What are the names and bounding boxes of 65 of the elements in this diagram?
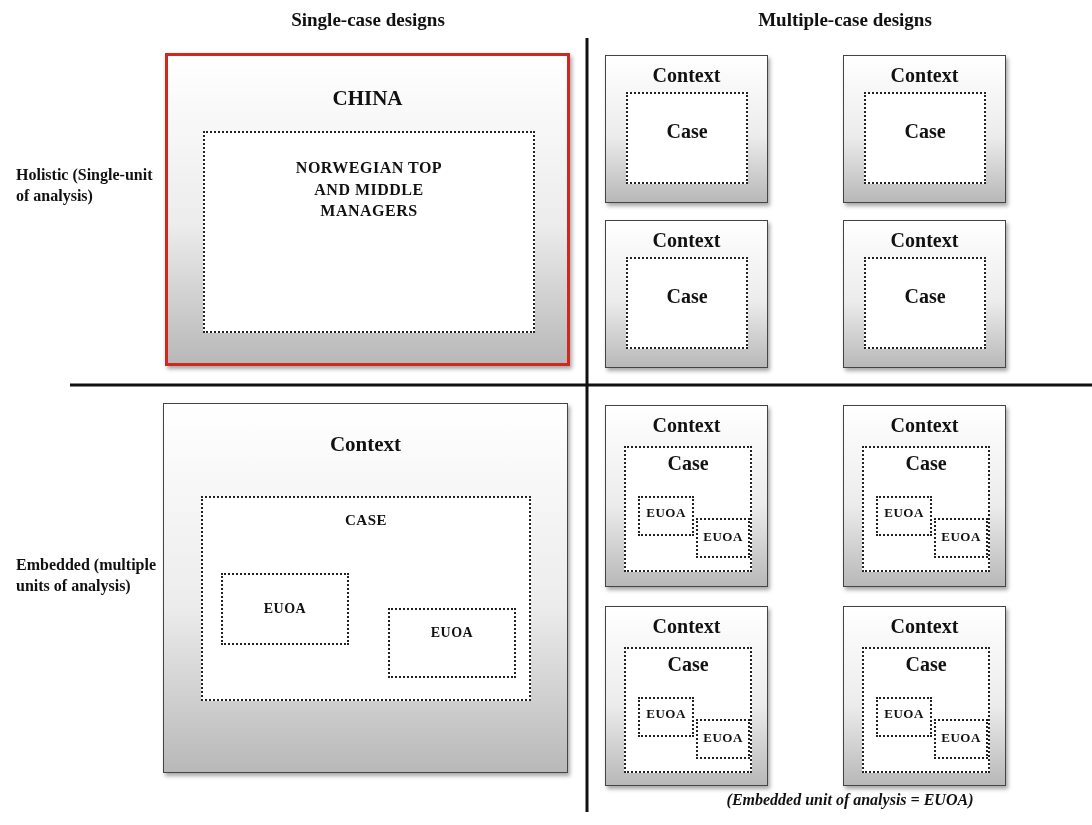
box-heading: Case xyxy=(666,451,710,476)
dotted-region xyxy=(696,719,750,759)
dotted-region xyxy=(696,518,750,558)
box-heading: Context xyxy=(328,431,403,458)
box-heading: Case xyxy=(666,652,710,677)
dotted-region xyxy=(934,518,988,558)
context-panel xyxy=(843,405,1006,587)
column-heading: Multiple-case designs xyxy=(757,8,933,32)
box-heading: Case xyxy=(665,284,709,309)
dotted-region xyxy=(203,131,535,333)
context-panel xyxy=(163,403,568,773)
dotted-region xyxy=(862,446,990,572)
box-heading: Case xyxy=(904,451,948,476)
context-panel xyxy=(165,53,570,366)
box-heading: NORWEGIAN TOP AND MIDDLE MANAGERS xyxy=(295,158,443,222)
box-heading: Case xyxy=(903,119,947,144)
box-heading: Context xyxy=(889,228,960,253)
box-heading: Context xyxy=(651,63,722,88)
box-heading: EUOA xyxy=(883,705,925,723)
dotted-region xyxy=(624,647,752,773)
row-heading: Embedded (multiple units of analysis) xyxy=(16,555,157,597)
column-heading: Single-case designs xyxy=(290,8,446,32)
box-heading: EUOA xyxy=(702,528,744,546)
context-panel xyxy=(605,405,768,587)
dotted-region xyxy=(864,92,986,184)
context-panel xyxy=(843,220,1006,368)
dotted-region xyxy=(388,608,516,678)
box-heading: EUOA xyxy=(645,504,687,522)
box-heading: Case xyxy=(903,284,947,309)
box-heading: EUOA xyxy=(429,624,475,642)
dotted-region xyxy=(201,496,531,701)
box-heading: Case xyxy=(665,119,709,144)
box-heading: Context xyxy=(889,614,960,639)
box-heading: EUOA xyxy=(702,729,744,747)
dotted-region xyxy=(876,697,932,737)
dotted-region xyxy=(862,647,990,773)
box-heading: Context xyxy=(889,413,960,438)
box-heading: EUOA xyxy=(645,705,687,723)
box-heading: Context xyxy=(651,228,722,253)
dotted-region xyxy=(624,446,752,572)
box-heading: CASE xyxy=(344,511,388,530)
context-panel xyxy=(843,55,1006,203)
context-panel xyxy=(843,606,1006,786)
box-heading: Context xyxy=(889,63,960,88)
box-heading: Context xyxy=(651,413,722,438)
dotted-region xyxy=(626,257,748,349)
box-heading: Case xyxy=(904,652,948,677)
dotted-region xyxy=(638,697,694,737)
box-heading: EUOA xyxy=(262,600,308,618)
dotted-region xyxy=(221,573,349,645)
footnote: (Embedded unit of analysis = EUOA) xyxy=(725,790,975,811)
dotted-region xyxy=(864,257,986,349)
dotted-region xyxy=(876,496,932,536)
box-heading: Context xyxy=(651,614,722,639)
dotted-region xyxy=(626,92,748,184)
context-panel xyxy=(605,606,768,786)
dotted-region xyxy=(638,496,694,536)
box-heading: EUOA xyxy=(940,528,982,546)
context-panel xyxy=(605,220,768,368)
context-panel xyxy=(605,55,768,203)
dotted-region xyxy=(934,719,988,759)
box-heading: EUOA xyxy=(940,729,982,747)
box-heading: EUOA xyxy=(883,504,925,522)
box-heading: CHINA xyxy=(331,85,404,112)
row-heading: Holistic (Single-unit of analysis) xyxy=(16,165,154,207)
